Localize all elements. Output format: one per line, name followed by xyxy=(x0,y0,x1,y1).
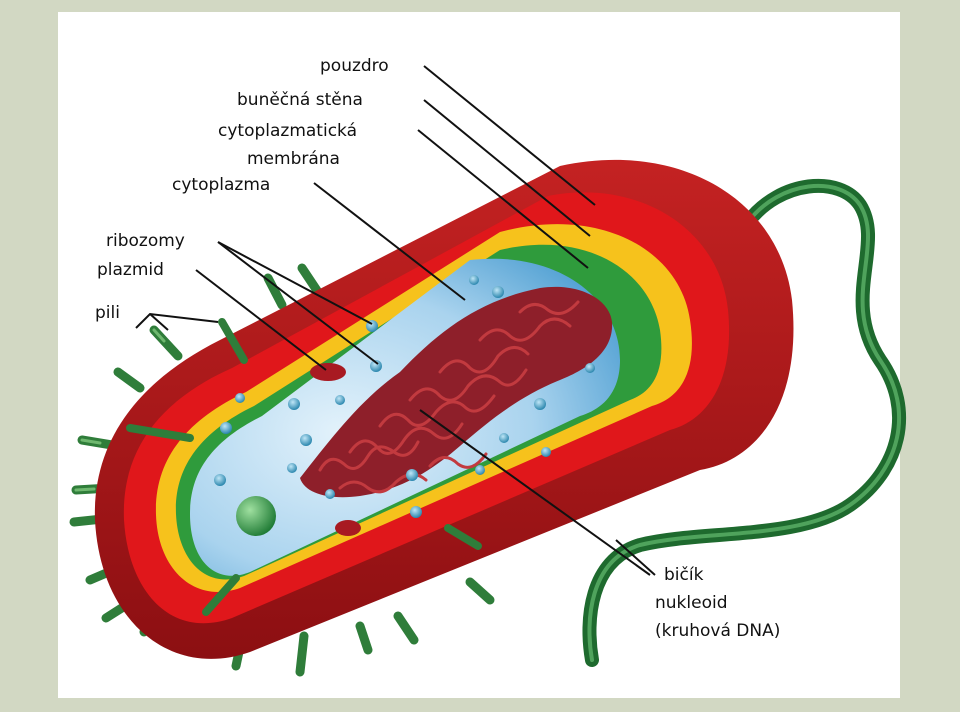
label-ribosomes: ribozomy xyxy=(106,231,185,251)
label-membrane-line1: cytoplazmatická xyxy=(218,121,357,141)
label-membrane-line2: membrána xyxy=(247,149,340,169)
label-flagellum: bičík xyxy=(664,565,704,585)
leader-lines xyxy=(135,65,656,576)
label-capsule: pouzdro xyxy=(320,56,389,76)
label-nucleoid-line1: nukleoid xyxy=(655,593,728,613)
label-pili: pili xyxy=(95,303,120,323)
plasmid xyxy=(310,363,361,536)
label-cell-wall: buněčná stěna xyxy=(237,90,363,110)
ribosomes xyxy=(214,275,595,518)
label-cytoplasm: cytoplazma xyxy=(172,175,270,195)
nucleoid xyxy=(300,286,613,498)
storage-granule xyxy=(236,496,276,536)
label-plasmid: plazmid xyxy=(97,260,164,280)
label-nucleoid-line2: (kruhová DNA) xyxy=(655,621,780,641)
